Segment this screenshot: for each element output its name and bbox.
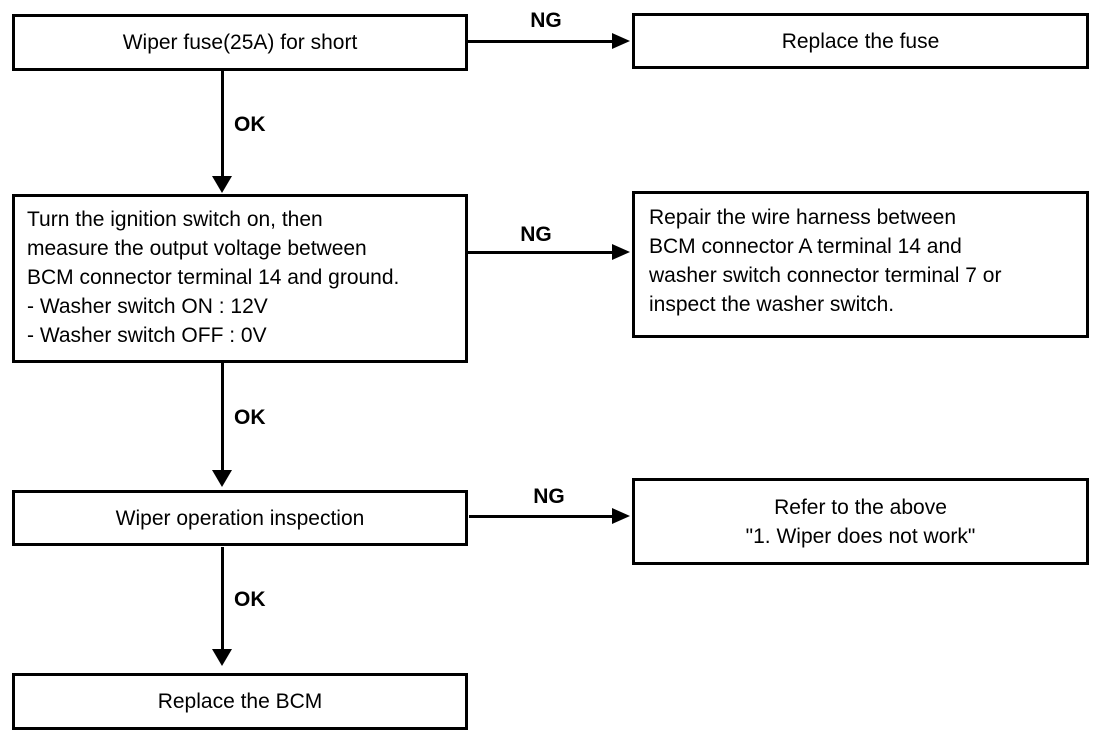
flow-box-step3: Wiper operation inspection <box>12 490 468 546</box>
flow-box-result2-line3: washer switch connector terminal 7 or <box>649 264 1002 287</box>
arrow-step1-step2-head <box>212 176 232 193</box>
flow-box-step2-line4: - Washer switch ON : 12V <box>27 295 268 318</box>
flow-box-step2-line2: measure the output voltage between <box>27 237 367 260</box>
arrow-step1-result1-head <box>612 33 630 49</box>
arrow-step3-result3-line <box>469 515 614 518</box>
arrow-step3-step4-head <box>212 649 232 666</box>
arrow-step3-step4-line <box>221 547 224 650</box>
flow-box-step1-label: Wiper fuse(25A) for short <box>122 31 358 54</box>
flow-box-result3-line2: "1. Wiper does not work" <box>745 524 976 548</box>
arrow-step2-result2-head <box>612 244 630 260</box>
flow-box-step2-line3: BCM connector terminal 14 and ground. <box>27 266 400 289</box>
flow-box-result2: Repair the wire harness between BCM conn… <box>632 191 1089 338</box>
edge-label-ng-2: NG <box>520 223 552 246</box>
flow-box-step4: Replace the BCM <box>12 673 468 730</box>
flow-box-result1-label: Replace the fuse <box>781 29 940 53</box>
arrow-step3-result3-head <box>612 508 630 524</box>
flow-box-result1: Replace the fuse <box>632 13 1089 69</box>
arrow-step1-step2-line <box>221 71 224 179</box>
flow-box-step3-label: Wiper operation inspection <box>115 506 365 530</box>
edge-label-ok-2: OK <box>234 406 266 429</box>
edge-label-ok-3: OK <box>234 588 266 611</box>
arrow-step2-step3-line <box>221 363 224 471</box>
flow-box-result2-line4: inspect the washer switch. <box>649 293 895 316</box>
flow-box-step2-line5: - Washer switch OFF : 0V <box>27 324 267 347</box>
flow-box-result2-line1: Repair the wire harness between <box>649 206 957 229</box>
flow-box-step2-line1: Turn the ignition switch on, then <box>27 208 323 231</box>
arrow-step2-step3-head <box>212 470 232 487</box>
flow-box-result2-line2: BCM connector A terminal 14 and <box>649 235 962 258</box>
flow-box-result3-line1: Refer to the above <box>774 495 947 519</box>
flow-box-step2: Turn the ignition switch on, then measur… <box>12 194 468 363</box>
arrow-step1-result1-line <box>468 40 614 43</box>
edge-label-ng-3: NG <box>533 485 565 508</box>
flow-box-result3: Refer to the above "1. Wiper does not wo… <box>632 478 1089 565</box>
edge-label-ok-1: OK <box>234 113 266 136</box>
flow-box-step4-label: Replace the BCM <box>157 690 323 713</box>
edge-label-ng-1: NG <box>530 9 562 32</box>
flow-box-step1: Wiper fuse(25A) for short <box>12 14 468 71</box>
arrow-step2-result2-line <box>468 251 614 254</box>
